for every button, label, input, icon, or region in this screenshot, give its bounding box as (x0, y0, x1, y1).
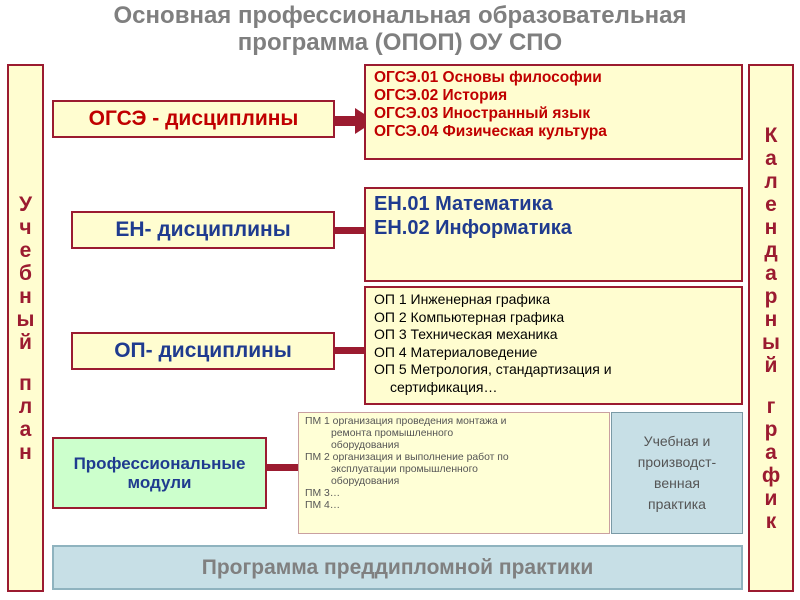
list-item: ремонта промышленного (331, 428, 454, 439)
title-line-2: программа (ОПОП) ОУ СПО (237, 29, 563, 56)
calendar-schedule-vertical-bar: К а л е н д а р н ы й г р а ф и к (748, 64, 794, 592)
left-letter: й (19, 330, 32, 354)
op-connector (335, 347, 365, 354)
right-letter: к (765, 509, 777, 533)
right-letter: н (764, 215, 778, 239)
right-letter: д (764, 238, 778, 262)
list-item: эксплуатации промышленного (331, 464, 478, 475)
list-item: ОГСЭ.03 Иностранный язык (374, 105, 591, 122)
left-letter: ч (19, 215, 32, 239)
list-item: ОГСЭ.02 История (374, 87, 508, 104)
op-disciplines-list: ОП 1 Инженерная графика ОП 2 Компьютерна… (364, 286, 743, 405)
ogse-label-text: ОГСЭ - дисциплины (88, 107, 299, 130)
list-item: ОП 2 Компьютерная графика (374, 308, 565, 325)
left-letter: л (18, 394, 33, 418)
curriculum-vertical-bar: У ч е б н ы й п л а н (7, 64, 44, 592)
right-letter: К (764, 123, 778, 147)
left-letter: У (18, 192, 33, 216)
op-disciplines-label: ОП- дисциплины (71, 332, 335, 370)
left-letter: п (19, 371, 32, 395)
practice-line-2: производст- (637, 454, 717, 470)
list-item: ПМ 3… (305, 488, 341, 499)
right-letter: и (764, 486, 778, 510)
right-letter: л (764, 169, 778, 193)
left-letter: ы (16, 307, 35, 331)
word-gap (9, 354, 42, 372)
en-disciplines-label: ЕН- дисциплины (71, 211, 335, 249)
professional-modules-list: ПМ 1 организация проведения монтажа и ре… (298, 412, 610, 534)
en-connector (335, 227, 365, 234)
title-line-1: Основная профессиональная образовательна… (113, 2, 687, 29)
page-title: Основная профессиональная образовательна… (0, 2, 800, 56)
list-item: ОП 1 Инженерная графика (374, 291, 550, 307)
list-item: ОГСЭ.04 Физическая культура (374, 123, 607, 140)
list-item: ОП 5 Метрология, стандартизация и (374, 361, 612, 377)
list-item: ПМ 1 организация проведения монтажа и (305, 416, 507, 427)
list-item: ПМ 4… (305, 500, 341, 511)
right-letter: р (764, 284, 778, 308)
list-item: сертификация… (390, 378, 498, 395)
list-item: оборудования (331, 440, 400, 451)
pre-diploma-practice-label: Программа преддипломной практики (201, 555, 594, 579)
professional-modules-label: Профессиональные модули (52, 437, 267, 509)
right-letter: р (764, 417, 778, 441)
modules-label-line-2: модули (127, 473, 192, 492)
en-disciplines-list: ЕН.01 Математика ЕН.02 Информатика (364, 187, 743, 282)
list-item: оборудования (331, 476, 400, 487)
practice-line-1: Учебная и (643, 433, 711, 449)
modules-label-line-1: Профессиональные (73, 454, 246, 473)
left-letter: е (19, 238, 32, 262)
en-label-text: ЕН- дисциплины (115, 218, 291, 241)
right-letter: е (765, 192, 777, 216)
left-letter: н (19, 440, 32, 464)
right-letter: й (764, 353, 778, 377)
right-letter: а (765, 146, 777, 170)
right-letter: н (764, 307, 778, 331)
list-item: ОГСЭ.01 Основы философии (374, 69, 602, 86)
right-letter: а (765, 261, 777, 285)
list-item: ПМ 2 организация и выполнение работ по (305, 452, 509, 463)
right-letter: а (765, 440, 777, 464)
list-item: ЕН.02 Информатика (374, 217, 572, 239)
pm-connector (267, 464, 299, 471)
training-practice-box: Учебная и производст- венная практика (611, 412, 743, 534)
ogse-disciplines-list: ОГСЭ.01 Основы философии ОГСЭ.02 История… (364, 64, 743, 160)
practice-line-3: венная (654, 475, 700, 491)
list-item: ОП 3 Техническая механика (374, 326, 558, 342)
left-letter: б (19, 261, 32, 285)
left-letter: а (19, 417, 32, 441)
list-item: ЕН.01 Математика (374, 193, 553, 215)
right-letter: г (766, 394, 776, 418)
practice-line-4: практика (648, 496, 706, 512)
right-letter: ы (762, 330, 780, 354)
op-label-text: ОП- дисциплины (114, 339, 292, 362)
right-letter: ф (761, 463, 781, 487)
ogse-disciplines-label: ОГСЭ - дисциплины (52, 100, 335, 138)
pre-diploma-practice-bar: Программа преддипломной практики (52, 545, 743, 590)
list-item: ОП 4 Материаловедение (374, 343, 538, 360)
left-letter: н (19, 284, 32, 308)
word-gap (750, 377, 792, 395)
